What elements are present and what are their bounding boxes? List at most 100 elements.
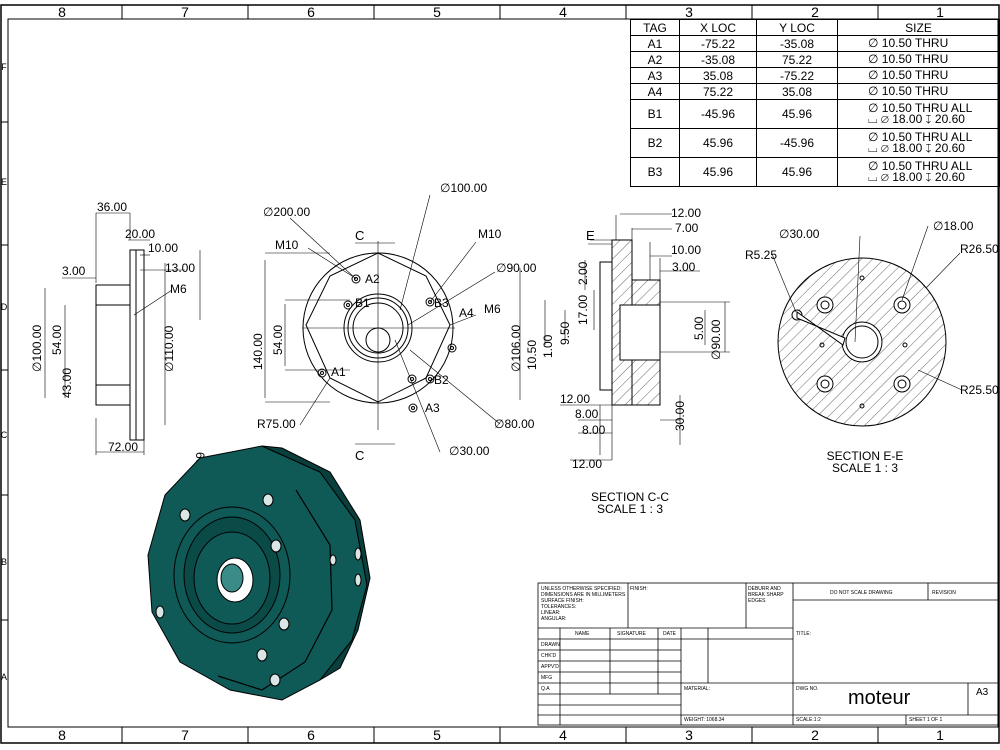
section-letter: C (355, 448, 364, 463)
dim-label: ∅110.00 (162, 325, 176, 372)
size-line: ⌴ ∅ 18.00 ↧ 20.60 (868, 170, 965, 184)
tag-cell: B1 (630, 99, 680, 129)
tag-cell: B2 (630, 128, 680, 158)
row-checked: CHK'D (541, 653, 557, 659)
size-cell: ∅ 10.50 THRU ALL⌴ ∅ 18.00 ↧ 20.60 (837, 157, 1000, 187)
col-label: 2 (811, 4, 819, 20)
dim-label: M6 (170, 282, 187, 296)
table-row: B1 -45.96 45.96 ∅ 10.50 THRU ALL⌴ ∅ 18.0… (630, 99, 1000, 129)
size-line: ∅ 10.50 THRU ALL (868, 130, 973, 144)
tag-cell: A1 (630, 35, 680, 52)
y-cell: -45.96 (756, 128, 838, 158)
dim-label: ∅200.00 (263, 205, 310, 219)
size-line: ⌴ ∅ 18.00 ↧ 20.60 (868, 141, 965, 155)
table-row: B2 45.96 -45.96 ∅ 10.50 THRU ALL⌴ ∅ 18.0… (630, 128, 1000, 158)
title-block-grid (537, 582, 999, 726)
front-view (264, 194, 501, 453)
hole-tag: A4 (459, 306, 474, 320)
row-label: C (1, 430, 8, 440)
isometric-part-view (147, 445, 371, 701)
hole-table-header: Y LOC (756, 19, 838, 36)
x-cell: 75.22 (679, 83, 757, 100)
section-letter: C (355, 228, 364, 243)
dim-label: ∅30.00 (779, 227, 820, 241)
dim-label: 3.00 (62, 264, 86, 278)
col-label: 5 (433, 727, 441, 743)
dim-label: ∅106.00 (509, 325, 523, 372)
weight-label: WEIGHT: 1068.34 (684, 717, 725, 723)
dim-label: 54.00 (271, 325, 285, 355)
section-ee-labels: ∅30.00 ∅18.00 R5.25 R26.50 R25.50 SECTIO… (745, 219, 999, 475)
y-cell: 45.96 (756, 99, 838, 129)
dim-label: 12.00 (671, 206, 701, 220)
col-label: 4 (559, 4, 567, 20)
scale-label: SCALE:1:2 (796, 717, 821, 723)
dim-label: 30.00 (673, 401, 687, 431)
row-label: E (1, 177, 7, 187)
dim-label: ∅100.00 (30, 325, 44, 372)
col-label: 1 (936, 727, 944, 743)
dim-label: 2.00 (576, 261, 590, 285)
col-label: 7 (181, 4, 189, 20)
hole-tag: B1 (355, 296, 370, 310)
hole-tag: A2 (365, 272, 380, 286)
col-label: 3 (685, 727, 693, 743)
name-header: NAME (575, 631, 590, 637)
dim-label: 7.00 (675, 221, 699, 235)
row-approved: APPV'D (541, 664, 559, 670)
col-label: 4 (559, 727, 567, 743)
deburr-note: DEBURR AND BREAK SHARP EDGES (748, 586, 784, 604)
size-cell: ∅ 10.50 THRU (837, 83, 1000, 100)
row-label: A (1, 672, 7, 682)
dim-label: 10.00 (671, 243, 701, 257)
material-label: MATERIAL: (684, 686, 711, 692)
dim-label: ∅18.00 (933, 219, 974, 233)
section-cc-view (519, 213, 730, 461)
col-label: 8 (58, 4, 66, 20)
dim-label: 3.00 (672, 260, 696, 274)
size-cell: ∅ 10.50 THRU (837, 67, 1000, 84)
general-notes: UNLESS OTHERWISE SPECIFIED: DIMENSIONS A… (541, 586, 626, 622)
x-cell: -75.22 (679, 35, 757, 52)
col-label: 8 (58, 727, 66, 743)
section-scale: SCALE 1 : 3 (832, 461, 898, 475)
dim-label: 54.00 (50, 325, 64, 355)
revision-label: REVISION (932, 590, 956, 596)
dim-label: R25.50 (960, 383, 999, 397)
title-label: TITLE: (796, 631, 812, 637)
size-line: ∅ 10.50 THRU ALL (868, 159, 973, 173)
y-cell: 75.22 (756, 51, 838, 68)
y-cell: 45.96 (756, 157, 838, 187)
row-mfg: MFG (541, 675, 553, 681)
y-cell: -35.08 (756, 35, 838, 52)
hole-table-header: X LOC (679, 19, 757, 36)
section-title: SECTION E-E (827, 449, 904, 463)
col-label: 6 (307, 4, 315, 20)
size-cell: ∅ 10.50 THRU (837, 51, 1000, 68)
table-row: A4 75.22 35.08 ∅ 10.50 THRU (630, 83, 1000, 100)
dim-label: R26.50 (960, 242, 999, 256)
y-cell: 35.08 (756, 83, 838, 100)
finish-label: FINISH: (630, 586, 648, 592)
tag-cell: A3 (630, 67, 680, 84)
column-labels: 8 7 6 5 4 3 2 1 8 7 6 5 4 3 2 1 (58, 4, 944, 743)
x-cell: 45.96 (679, 157, 757, 187)
dim-label: 20.00 (125, 227, 155, 241)
dwg-no-label: DWG NO. (796, 686, 819, 692)
size-line: ⌴ ∅ 18.00 ↧ 20.60 (868, 112, 965, 126)
col-label: 6 (307, 727, 315, 743)
sheet-size: A3 (976, 687, 989, 698)
dim-label: 72.00 (108, 440, 138, 454)
row-labels: F E D C B A (1, 62, 8, 682)
do-not-scale-note: DO NOT SCALE DRAWING (830, 590, 893, 596)
dim-label: R75.00 (257, 417, 296, 431)
col-label: 1 (936, 4, 944, 20)
signature-header: SIGNATURE (617, 631, 646, 637)
size-cell: ∅ 10.50 THRU (837, 35, 1000, 52)
section-scale: SCALE 1 : 3 (597, 502, 663, 516)
dim-label: 9.50 (558, 321, 572, 345)
dim-label: 17.00 (576, 295, 590, 325)
x-cell: -35.08 (679, 51, 757, 68)
dim-label: ∅30.00 (449, 444, 490, 458)
section-title: SECTION C-C (591, 490, 669, 504)
